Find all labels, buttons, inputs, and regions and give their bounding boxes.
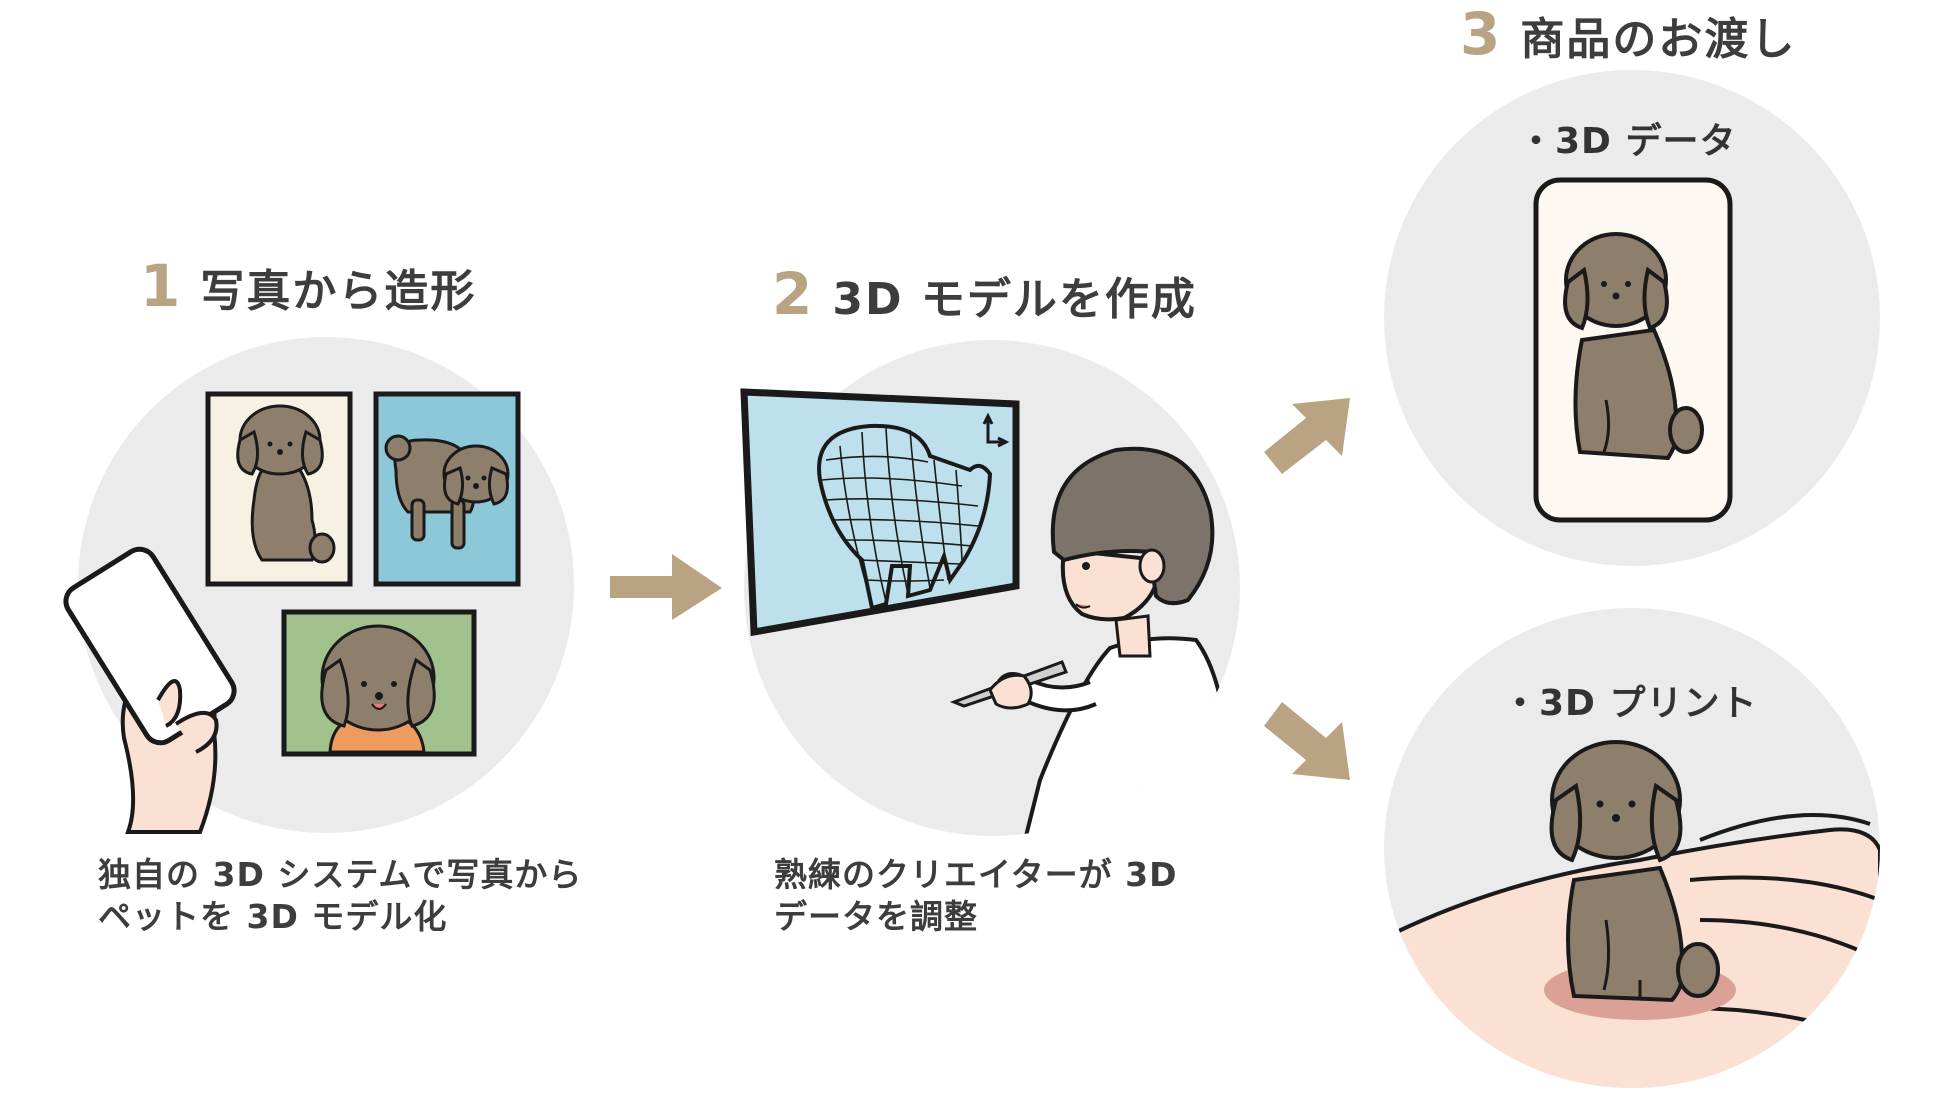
step1-number: 1	[140, 252, 183, 320]
step1-description-line2: ペットを 3D モデル化	[98, 897, 448, 936]
arrow-2-to-print	[1264, 702, 1350, 780]
step3-number: 3	[1460, 0, 1503, 68]
step2-description-line2: データを調整	[774, 897, 978, 936]
creator-illustration	[949, 446, 1233, 836]
hand-holding-phone	[63, 546, 237, 834]
hand-with-printed-dog	[1384, 740, 1880, 1088]
arrow-2-to-data	[1264, 398, 1350, 474]
monitor-3d-model	[740, 388, 1020, 637]
arrow-1-to-2	[610, 554, 722, 620]
step3-title-text: 商品のお渡し	[1520, 14, 1797, 65]
step3-title: 3 商品のお渡し	[1460, 0, 1796, 68]
step2-description: 熟練のクリエイターが 3D データを調整	[774, 854, 1178, 938]
phone-with-3d-dog	[1533, 177, 1733, 523]
step1-title-text: 写真から造形	[200, 266, 477, 317]
photo-sitting-dog	[205, 391, 353, 587]
deliverable-3d-print-label: ・3D プリント	[1502, 683, 1758, 724]
step2-description-line1: 熟練のクリエイターが 3D	[774, 855, 1178, 894]
photo-dog-face	[281, 609, 477, 757]
step1-description-line1: 独自の 3D システムで写真から	[98, 855, 583, 894]
step2-number: 2	[772, 260, 815, 328]
deliverable-3d-data-label: ・3D データ	[1518, 121, 1737, 162]
step2-title-text: 3D モデルを作成	[832, 274, 1197, 325]
step1-description: 独自の 3D システムで写真から ペットを 3D モデル化	[98, 854, 582, 938]
step2-title: 2 3D モデルを作成	[772, 260, 1197, 328]
photo-standing-dog	[373, 391, 521, 587]
step1-title: 1 写真から造形	[140, 252, 476, 320]
